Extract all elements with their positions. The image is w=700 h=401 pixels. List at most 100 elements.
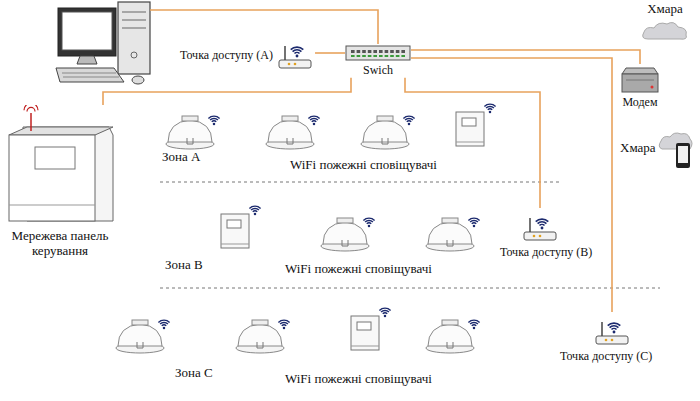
wifi-arc [291, 47, 304, 50]
wifi-arc [403, 116, 414, 118]
wifi-arc [484, 104, 495, 106]
fire-detector [166, 116, 220, 149]
network-cable [405, 78, 540, 208]
computer-illustration [56, 2, 378, 84]
wifi-dot [213, 123, 216, 126]
network-cable [411, 50, 640, 64]
wifi-arc [610, 326, 619, 328]
wifi-dot [489, 111, 492, 114]
group-label: WiFi пожежні сповіщувачі [285, 372, 432, 387]
node-label: Точка доступу (В) [500, 246, 592, 260]
panel-picture [5, 105, 115, 227]
fire-detector [116, 320, 170, 353]
zone-separator [160, 182, 660, 288]
wifi-dot [296, 55, 299, 58]
ap-picture [592, 312, 632, 348]
wifi-arc [293, 50, 302, 52]
wifi-arc [210, 118, 218, 120]
wifi-arc [363, 218, 374, 220]
wifi-dot [254, 213, 257, 216]
wifi-dot [541, 227, 544, 230]
zone-label: Зона В [165, 258, 203, 273]
fire-detector [351, 308, 391, 350]
wifi-arc [365, 220, 373, 222]
wifi-dot [283, 327, 286, 330]
wifi-arc [405, 118, 413, 120]
fire-detector [266, 116, 320, 149]
network-cable [315, 52, 345, 54]
wifi-dot [313, 123, 316, 126]
wifi-arc [538, 222, 547, 224]
wifi-arc [611, 328, 616, 329]
wifi-arc [162, 324, 166, 326]
network-cable [411, 58, 612, 312]
node-label: Точка доступу (А) [180, 49, 273, 63]
wifi-arc [160, 322, 168, 324]
zone-label: Зона С [175, 366, 213, 381]
cloud-picture [640, 19, 690, 41]
fire-detector [321, 218, 375, 251]
wifi-arc [379, 308, 390, 310]
wifi-arc [310, 118, 318, 120]
wifi-arc [308, 116, 319, 118]
wifi-arc [472, 324, 476, 326]
ap-icon [524, 218, 556, 240]
wifi-arc [470, 220, 478, 222]
wifi-arc [212, 120, 216, 122]
wifi-arc [158, 320, 169, 322]
wifi-arc [383, 312, 387, 314]
cloudphone-icon [659, 133, 692, 168]
wifi-arc [208, 116, 219, 118]
wifi-dot [368, 225, 371, 228]
modem-picture [620, 64, 660, 94]
wifi-arc [280, 322, 288, 324]
wifi-dot [473, 225, 476, 228]
fire-detector [456, 104, 496, 146]
switch-icon [346, 46, 410, 60]
wifi-arc [312, 120, 316, 122]
wifi-dot [163, 327, 166, 330]
wifi-arc [282, 324, 286, 326]
wifi-arc [407, 120, 411, 122]
detector-group [116, 104, 496, 353]
fire-detector [221, 206, 261, 248]
wifi-arc [488, 108, 492, 110]
cloudphone-node: Хмара [620, 125, 694, 171]
switch-node: Swich [345, 44, 411, 78]
ap-picture [275, 40, 315, 72]
node-label: Хмара [620, 141, 656, 156]
network-cable [103, 78, 351, 105]
wifi-arc [295, 52, 300, 53]
group-label: WiFi пожежні сповіщувачі [285, 262, 432, 277]
wifi-arc [608, 323, 621, 326]
ap-node: Точка доступу (С) [560, 312, 652, 364]
ap-node: Точка доступу (А) [180, 40, 315, 72]
wifi-arc [278, 320, 289, 322]
cloudphone-picture [658, 125, 694, 171]
wifi-arc [539, 224, 544, 225]
cloud-icon [643, 22, 687, 39]
wifi-arc [486, 106, 494, 108]
ap-picture [520, 208, 560, 244]
node-label: Точка доступу (С) [560, 350, 652, 364]
wifi-arc [468, 320, 479, 322]
wifi-arc [251, 208, 259, 210]
wifi-arc [472, 222, 476, 224]
fire-detector [426, 218, 480, 251]
fire-detector [361, 116, 415, 149]
cloud-node: Хмара [640, 2, 690, 41]
node-label: Хмара [647, 2, 683, 17]
ap-node: Точка доступу (В) [500, 208, 592, 260]
fire-detector [236, 320, 290, 353]
node-label: Модем [622, 96, 657, 110]
wifi-dot [613, 331, 616, 334]
group-label: WiFi пожежні сповіщувачі [290, 158, 437, 173]
wifi-dot [384, 315, 387, 318]
modem-node: Модем [620, 64, 660, 110]
panel-icon [9, 105, 113, 221]
switch-picture [345, 44, 411, 62]
node-label: Swich [363, 64, 393, 78]
panel-node: Мережева панель керування [5, 105, 115, 259]
wifi-arc [253, 210, 257, 212]
